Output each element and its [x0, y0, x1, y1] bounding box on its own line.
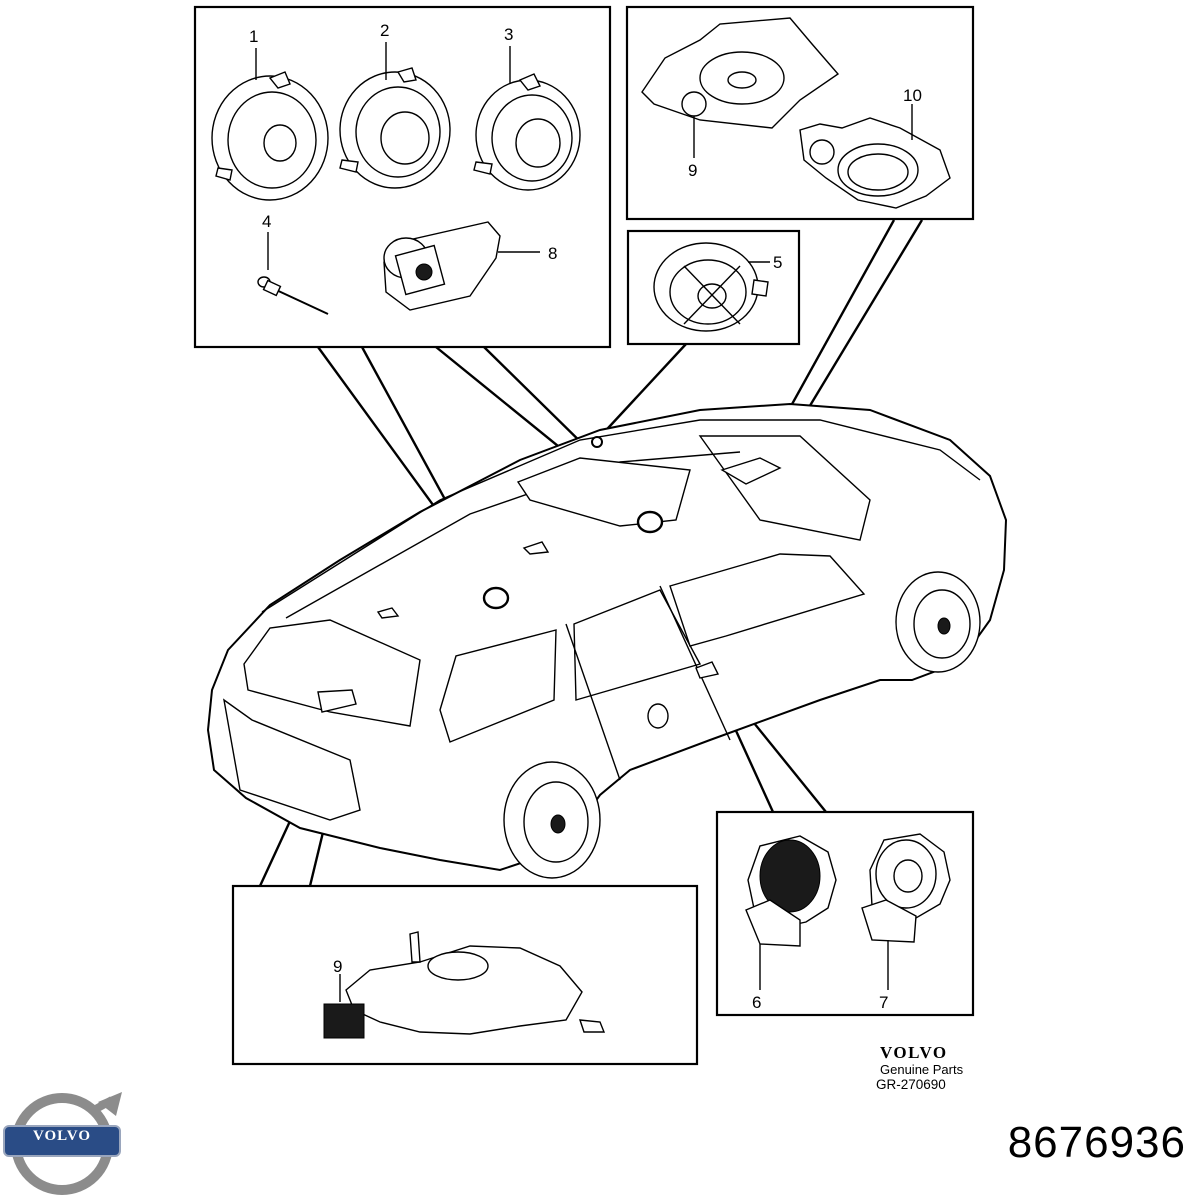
callout-7: 7: [879, 993, 888, 1012]
volvo-logo: [3, 1092, 122, 1195]
callout-8: 8: [548, 244, 557, 263]
front-wheel: [895, 571, 981, 673]
callout-10: 10: [903, 86, 922, 105]
callout-5: 5: [773, 253, 782, 272]
tweeter-8: [383, 221, 540, 311]
speaker-1: [211, 71, 329, 201]
speaker-6: [745, 835, 837, 947]
callout-3: 3: [504, 25, 513, 44]
brand-wordmark: VOLVO: [880, 1043, 948, 1062]
speaker-3: [473, 73, 581, 191]
center-speaker-box: 5: [626, 229, 801, 346]
callout-9-bottom: 9: [333, 957, 342, 976]
callout-6: 6: [752, 993, 761, 1012]
genuine-parts-label: Genuine Parts: [880, 1062, 964, 1077]
callout-9-top: 9: [688, 161, 697, 180]
callout-1: 1: [249, 27, 258, 46]
speaker-7: [861, 833, 951, 943]
callout-4: 4: [262, 212, 271, 231]
rear-wheel: [503, 761, 601, 879]
rivet-4: [257, 232, 329, 315]
speaker-2: [339, 67, 451, 189]
door-speaker-box: 6 7: [715, 810, 975, 1017]
subwoofer-box: 9 10: [625, 5, 975, 221]
speaker-group-box: 1 2 3 4 8: [193, 5, 612, 349]
diagram-code: GR-270690: [876, 1077, 946, 1092]
car-illustration: [206, 402, 1008, 879]
logo-wordmark: VOLVO: [32, 1128, 92, 1144]
callout-2: 2: [380, 21, 389, 40]
rear-module-box: 9: [231, 884, 699, 1066]
part-number: 8676936: [1007, 1118, 1186, 1167]
